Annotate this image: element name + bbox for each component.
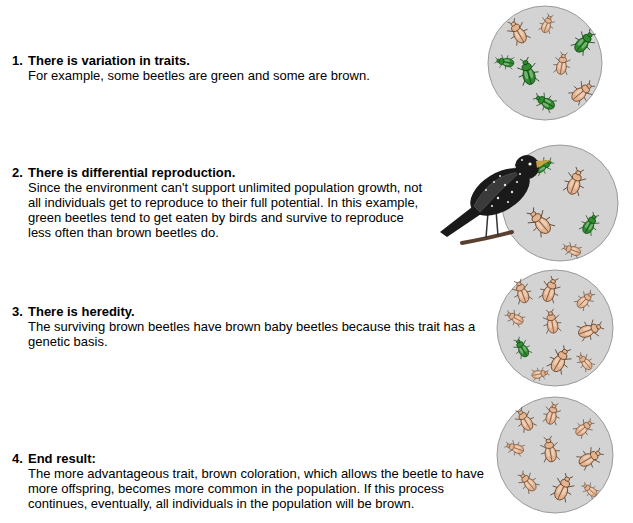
green-beetle — [494, 53, 515, 71]
green-beetle — [577, 209, 603, 237]
green-beetle — [510, 335, 534, 361]
brown-beetle — [541, 400, 563, 426]
list-number: 1. — [12, 53, 28, 68]
brown-beetle — [561, 165, 589, 198]
bird-head — [515, 155, 539, 179]
brown-beetle — [509, 277, 534, 306]
list-number: 2. — [12, 165, 28, 180]
bird — [440, 155, 551, 243]
brown-beetle — [503, 15, 532, 47]
list-number: 4. — [12, 451, 28, 466]
bird-speckles — [485, 159, 523, 207]
brown-beetle — [575, 443, 607, 472]
brown-beetle — [552, 51, 572, 76]
brown-beetle — [573, 350, 596, 374]
green-beetle — [569, 25, 600, 57]
bird-eye — [528, 162, 531, 165]
brown-beetle — [503, 438, 526, 458]
step-body: Since the environment can't support unli… — [28, 180, 430, 240]
brown-beetle — [541, 308, 563, 335]
step-heading: There is differential reproduction. — [28, 165, 428, 180]
brown-beetle — [537, 274, 564, 305]
list-number: 3. — [12, 304, 28, 319]
step-body: The surviving brown beetles have brown b… — [28, 319, 490, 349]
green-beetle — [514, 55, 541, 87]
brown-beetle — [545, 342, 576, 376]
brown-beetle — [560, 240, 583, 260]
step-body: The more advantageous trait, brown color… — [28, 466, 490, 511]
brown-beetle — [548, 471, 578, 504]
brown-beetle — [579, 479, 601, 500]
bird-beak — [536, 160, 551, 168]
population-circle — [488, 6, 602, 120]
brown-beetle — [522, 203, 557, 239]
bird-wing — [474, 172, 520, 212]
brown-beetle — [503, 307, 527, 329]
brown-beetle — [575, 316, 606, 343]
brown-beetle — [514, 467, 541, 495]
bird-leg — [486, 212, 488, 238]
brown-beetle — [573, 287, 599, 313]
brown-beetle — [537, 12, 557, 35]
step-heading: There is variation in traits. — [28, 53, 483, 68]
brown-beetle — [511, 404, 539, 434]
step-heading: There is heredity. — [28, 304, 488, 319]
green-beetle — [530, 89, 558, 115]
step-body: For example, some beetles are green and … — [28, 68, 483, 83]
brown-beetle — [538, 435, 561, 464]
brown-beetle — [572, 415, 598, 440]
population-circle — [502, 145, 618, 261]
brown-beetle — [567, 76, 599, 107]
brown-beetle — [531, 366, 551, 382]
population-circle — [497, 397, 613, 513]
step-heading: End result: — [28, 451, 488, 466]
population-circle — [497, 270, 613, 386]
